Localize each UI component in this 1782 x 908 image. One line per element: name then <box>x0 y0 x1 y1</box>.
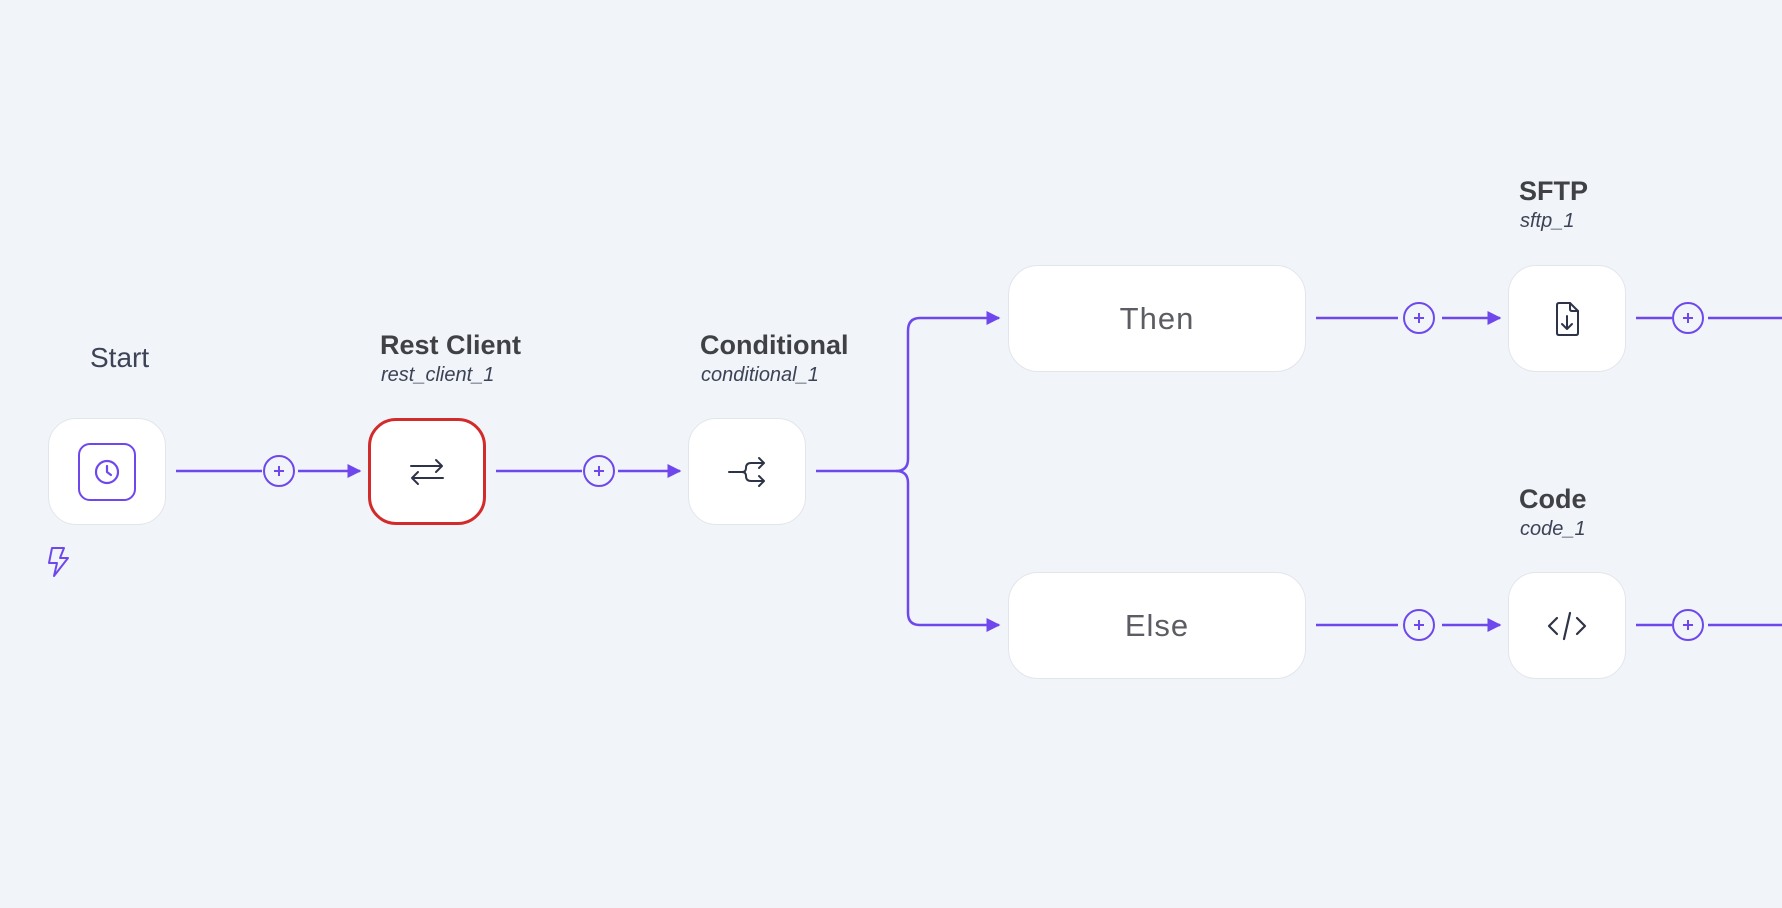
file-download-icon <box>1556 301 1579 336</box>
sftp-node[interactable] <box>1508 265 1626 372</box>
node-title: Rest Client <box>380 330 522 360</box>
code-node[interactable] <box>1508 572 1626 679</box>
then-branch-node[interactable]: Then <box>1008 265 1306 372</box>
node-title: Code <box>1519 484 1587 514</box>
add-step-button[interactable] <box>583 455 615 487</box>
plus-icon <box>1683 620 1693 630</box>
node-subtitle: sftp_1 <box>1520 210 1575 232</box>
branch-split-icon <box>728 456 765 487</box>
node-title: Conditional <box>700 330 849 360</box>
code-brackets-icon <box>1547 611 1587 640</box>
start-label: Start <box>90 342 150 373</box>
rest-client-node[interactable] <box>368 418 486 525</box>
node-subtitle: code_1 <box>1520 518 1586 540</box>
add-step-button[interactable] <box>1672 609 1704 641</box>
start-node[interactable] <box>48 418 166 525</box>
plus-icon <box>274 466 284 476</box>
plus-icon <box>594 466 604 476</box>
arrows-exchange-icon <box>410 458 444 485</box>
plus-icon <box>1683 313 1693 323</box>
node-title: SFTP <box>1519 176 1589 206</box>
node-subtitle: conditional_1 <box>701 364 819 386</box>
connector-conditional-else <box>895 469 1001 632</box>
clock-icon <box>94 459 120 484</box>
add-step-button[interactable] <box>1672 302 1704 334</box>
conditional-node[interactable] <box>688 418 806 525</box>
add-step-button[interactable] <box>263 455 295 487</box>
plus-icon <box>1414 313 1424 323</box>
lightning-bolt-icon[interactable] <box>46 546 72 578</box>
plus-icon <box>1414 620 1424 630</box>
else-branch-node[interactable]: Else <box>1008 572 1306 679</box>
add-step-button[interactable] <box>1403 609 1435 641</box>
node-subtitle: rest_client_1 <box>381 364 495 386</box>
add-step-button[interactable] <box>1403 302 1435 334</box>
start-icon-frame <box>78 442 136 501</box>
